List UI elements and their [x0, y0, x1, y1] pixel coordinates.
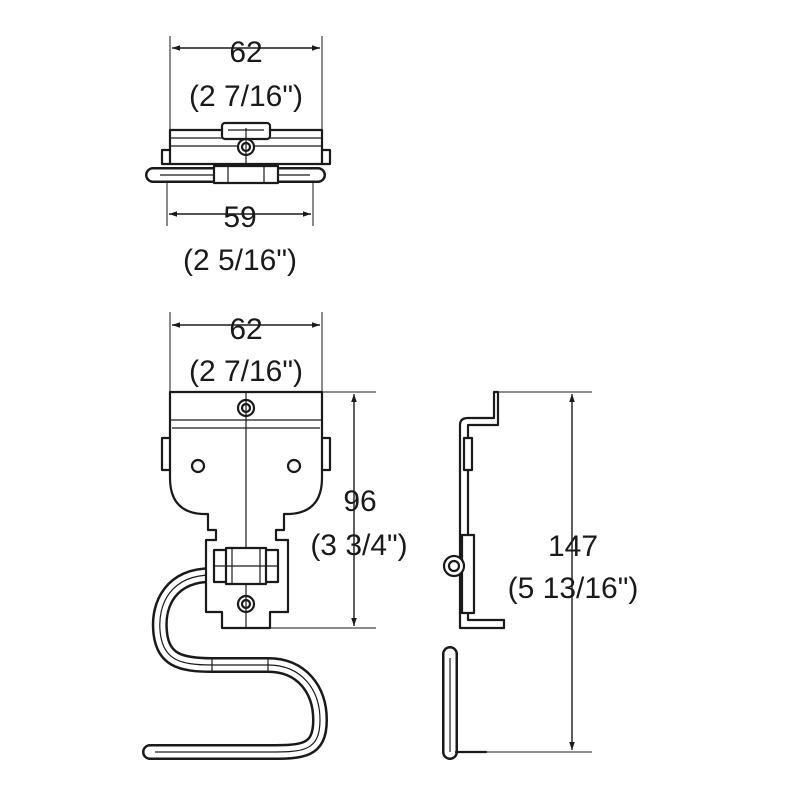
front-view	[142, 312, 376, 760]
dim-front-width-inch: (2 7/16")	[189, 355, 303, 388]
dim-front-height-inch: (3 3/4")	[310, 529, 407, 562]
dim-top-width-inch: (2 7/16")	[189, 80, 303, 113]
dim-side-height-inch: (5 13/16")	[508, 572, 639, 605]
dim-front-height-mm: 96	[343, 485, 376, 518]
dim-top-bottom-width-mm: 59	[223, 201, 256, 234]
top-view	[145, 36, 332, 226]
dim-front-width-mm: 62	[229, 313, 262, 346]
dim-top-bottom-width-inch: (2 5/16")	[183, 244, 297, 277]
side-view	[442, 390, 592, 760]
dim-top-width-mm: 62	[229, 36, 262, 69]
dim-side-height-mm: 147	[548, 530, 598, 563]
